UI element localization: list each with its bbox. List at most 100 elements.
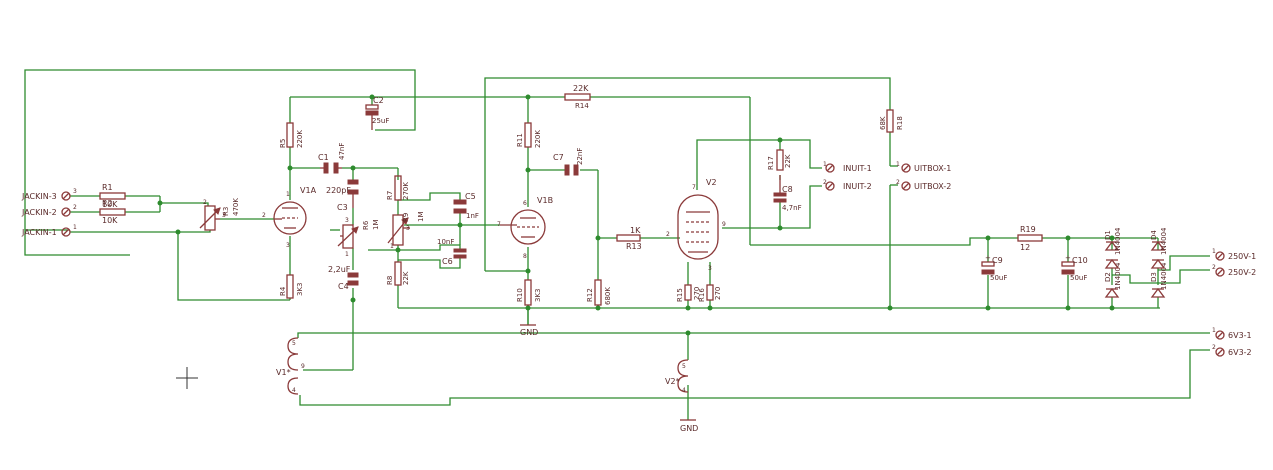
svg-text:2: 2 xyxy=(73,204,77,211)
inuit-2-label: INUIT-2 xyxy=(843,182,872,191)
junctions xyxy=(157,94,1115,336)
capacitor-c6[interactable]: 10nF C6 xyxy=(437,238,467,266)
capacitor-c3[interactable]: 220pF C3 xyxy=(326,179,359,212)
capacitor-c9[interactable]: + C9 50uF xyxy=(981,254,1007,282)
ground-symbol-2: GND xyxy=(680,419,698,433)
connector-jackin[interactable]: JACKIN-3 JACKIN-2 JACKIN-1 321 xyxy=(21,188,77,237)
svg-text:1: 1 xyxy=(390,243,394,250)
svg-text:270: 270 xyxy=(714,287,722,300)
250v-2-label: 250V-2 xyxy=(1228,268,1256,277)
tube-v1b[interactable]: V1B 678 xyxy=(497,196,553,260)
v2h-label: V2* xyxy=(665,377,680,386)
svg-text:R2: R2 xyxy=(102,199,113,208)
resistor-r17[interactable]: R17 22K xyxy=(767,149,792,171)
svg-text:C4: C4 xyxy=(338,282,349,291)
svg-text:C2: C2 xyxy=(373,96,384,105)
svg-text:9: 9 xyxy=(301,363,305,370)
resistor-r18[interactable]: 68K R18 xyxy=(879,109,904,133)
svg-text:1: 1 xyxy=(1212,248,1216,255)
resistor-r7[interactable]: R7 270K xyxy=(386,175,410,201)
svg-text:470K: 470K xyxy=(232,198,240,216)
svg-text:R16: R16 xyxy=(698,288,706,302)
svg-text:+: + xyxy=(985,254,991,262)
svg-text:2: 2 xyxy=(896,179,900,186)
svg-text:1M: 1M xyxy=(417,212,425,223)
svg-text:5: 5 xyxy=(682,363,686,370)
svg-text:10nF: 10nF xyxy=(437,238,454,246)
svg-text:50uF: 50uF xyxy=(1070,274,1087,282)
svg-text:1N4004: 1N4004 xyxy=(1114,227,1122,255)
resistor-r13[interactable]: 1K R13 xyxy=(616,226,642,251)
svg-text:R10: R10 xyxy=(516,288,524,302)
resistor-r4[interactable]: R4 3K3 xyxy=(279,274,304,299)
resistor-r16[interactable]: R16 270 xyxy=(698,284,722,302)
potentiometer-r6[interactable]: R6 1M 31 xyxy=(337,217,380,258)
v1a-label: V1A xyxy=(300,186,317,195)
svg-text:C5: C5 xyxy=(465,192,476,201)
diode-d4[interactable]: D4 1N4004 xyxy=(1150,227,1168,255)
svg-text:R11: R11 xyxy=(516,133,524,147)
capacitor-c2[interactable]: C2 25uF xyxy=(365,96,389,130)
svg-text:R17: R17 xyxy=(767,156,775,170)
potentiometer-r3[interactable]: R3 470K 32 xyxy=(199,198,240,231)
svg-text:4: 4 xyxy=(292,387,296,394)
capacitor-c5[interactable]: C5 1nF xyxy=(453,192,479,220)
svg-text:8: 8 xyxy=(523,253,527,260)
resistor-r15[interactable]: R15 270 xyxy=(676,284,701,302)
svg-text:R8: R8 xyxy=(386,276,394,285)
diode-d2[interactable]: D2 1N4004 xyxy=(1104,262,1122,298)
svg-text:C8: C8 xyxy=(782,185,793,194)
svg-text:680K: 680K xyxy=(604,287,612,305)
svg-text:R9: R9 xyxy=(402,213,410,222)
svg-text:3: 3 xyxy=(222,212,226,219)
svg-text:2,2uF: 2,2uF xyxy=(328,265,351,274)
svg-text:12: 12 xyxy=(1020,243,1030,252)
connector-inuit[interactable]: INUIT-1 INUIT-2 12 xyxy=(823,161,872,191)
connector-6v3[interactable]: 6V3-1 6V3-2 12 xyxy=(1212,327,1252,357)
svg-text:47nF: 47nF xyxy=(338,143,346,160)
v2-label: V2 xyxy=(706,178,717,187)
resistor-r1[interactable]: R1 10K xyxy=(99,183,126,209)
tube-v1a[interactable]: V1A 123 xyxy=(262,186,317,249)
capacitor-c8[interactable]: C8 4,7nF xyxy=(773,175,802,212)
resistor-r11[interactable]: R11 220K xyxy=(516,122,542,148)
resistor-r10[interactable]: R10 3K3 xyxy=(516,279,542,306)
diode-d1[interactable]: D1 1N4004 xyxy=(1104,227,1122,255)
connector-uitbox[interactable]: UITBOX-1 UITBOX-2 12 xyxy=(896,161,951,191)
tube-v2-heater[interactable]: V2* 54 xyxy=(665,359,689,394)
capacitor-c4[interactable]: 2,2uF C4 xyxy=(328,265,359,291)
svg-text:22K: 22K xyxy=(784,154,792,168)
svg-text:R19: R19 xyxy=(1020,225,1036,234)
capacitor-c7[interactable]: C7 22nF xyxy=(553,148,584,176)
wires xyxy=(24,69,1210,420)
svg-text:270K: 270K xyxy=(402,182,410,200)
potentiometer-r9[interactable]: R9 1M 31 xyxy=(387,212,425,251)
svg-text:1N4004: 1N4004 xyxy=(1160,262,1168,290)
svg-text:2: 2 xyxy=(1212,344,1216,351)
svg-text:1N4004: 1N4004 xyxy=(1160,227,1168,255)
svg-text:R5: R5 xyxy=(279,139,287,148)
resistor-r19[interactable]: R19 12 xyxy=(1017,225,1043,252)
resistor-r14[interactable]: 22K R14 xyxy=(564,84,591,110)
uitbox-2-label: UITBOX-2 xyxy=(914,182,951,191)
resistor-r2[interactable]: R2 10K xyxy=(99,199,126,225)
capacitor-c10[interactable]: + C10 50uF xyxy=(1061,254,1088,282)
svg-text:50uF: 50uF xyxy=(990,274,1007,282)
capacitor-c1[interactable]: C1 47nF xyxy=(318,143,346,174)
diode-d3[interactable]: D3 1N4004 xyxy=(1150,262,1168,298)
resistor-r12[interactable]: R12 680K xyxy=(586,279,612,306)
svg-text:R14: R14 xyxy=(575,102,589,110)
svg-text:6: 6 xyxy=(523,200,527,207)
tube-v1-heater[interactable]: V1* 594 xyxy=(276,337,305,395)
resistor-r5[interactable]: R5 220K xyxy=(279,122,304,148)
svg-text:7: 7 xyxy=(497,221,501,228)
svg-text:2: 2 xyxy=(1212,264,1216,271)
svg-text:+: + xyxy=(1065,254,1071,262)
inuit-1-label: INUIT-1 xyxy=(843,164,872,173)
svg-text:2: 2 xyxy=(823,179,827,186)
svg-text:3: 3 xyxy=(708,265,712,272)
connector-250v[interactable]: 250V-1 250V-2 12 xyxy=(1212,248,1256,277)
svg-text:7: 7 xyxy=(692,184,696,191)
resistor-r8[interactable]: R8 22K xyxy=(386,261,410,286)
tube-v2[interactable]: V2 72 93 xyxy=(666,178,726,272)
